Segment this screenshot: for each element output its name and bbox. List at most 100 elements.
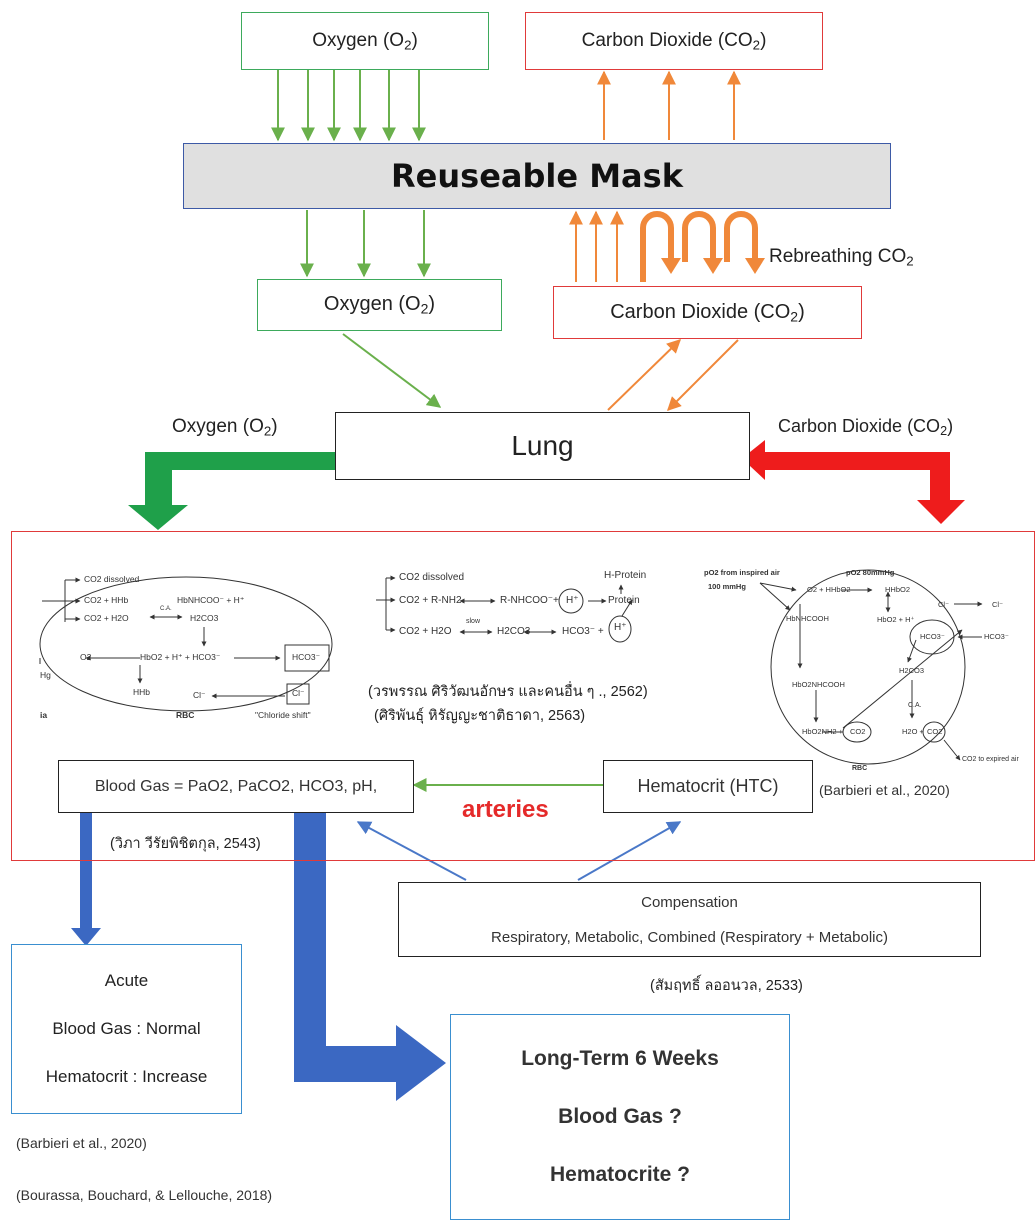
- fig2-text: H⁺: [566, 595, 579, 606]
- fig1-text: HbO2 + H⁺ + HCO3⁻: [140, 652, 221, 662]
- blood-gas-label: Blood Gas = PaO2, PaCO2, HCO3, pH,: [94, 777, 378, 795]
- fig3-text: H2CO3: [899, 666, 925, 675]
- rebreathing-loops: [640, 211, 758, 282]
- fig2-text: H-Protein: [604, 570, 647, 581]
- acute-title: Acute: [104, 971, 149, 990]
- big-oxygen-arrow: [128, 452, 335, 530]
- co2-exhaled-label: Carbon Dioxide (CO2): [610, 300, 805, 325]
- fig3-text: HCO3⁻: [984, 632, 1009, 641]
- fig2-text: H⁺: [614, 622, 627, 633]
- long-term-title: Long-Term 6 Weeks: [521, 1047, 719, 1070]
- hematocrit-label: Hematocrit (HTC): [637, 776, 779, 796]
- fig2-text: R-NHCOO⁻+: [500, 595, 559, 606]
- co2-up-arrows: [569, 210, 624, 282]
- fig1-text: Cl⁻: [193, 690, 206, 700]
- co2-box-to-lung-arrow: [667, 339, 739, 411]
- fig3-text: CO2 to expired air: [962, 756, 1019, 763]
- fig2-text: slow: [466, 618, 481, 625]
- cite-bourassa: (Bourassa, Bouchard, & Lellouche, 2018): [16, 1187, 273, 1203]
- acute-box: Acute Blood Gas : Normal Hematocrit : In…: [11, 944, 242, 1114]
- co2-exhaust-box: Carbon Dioxide (CO2): [525, 12, 823, 70]
- fig1-text: Hg: [40, 670, 51, 680]
- mask-title: Reuseable Mask: [391, 157, 683, 195]
- reuseable-mask-box: Reuseable Mask: [183, 143, 891, 209]
- oxygen-inhaled-box: Oxygen (O2): [257, 279, 502, 331]
- oxygen-mask-down-arrows: [300, 210, 431, 278]
- fig1-drawing: [39, 576, 333, 712]
- cite-samrit: (สัมฤทธิ์ ลออนวล, 2533): [650, 978, 803, 994]
- comp-to-hematocrit-arrow: [577, 821, 682, 881]
- oxygen-inhaled-label: Oxygen (O2): [323, 293, 436, 317]
- fig3-text: CO2: [850, 727, 866, 736]
- fig3-text: CO2: [927, 727, 943, 736]
- big-co2-arrow: [750, 440, 965, 524]
- fig1-text: H2CO3: [190, 613, 219, 623]
- fig2-text: HCO3⁻ +: [562, 626, 604, 637]
- acute-hematocrit: Hematocrit : Increase: [45, 1067, 208, 1086]
- oxygen-in-arrows: [271, 70, 426, 142]
- cite-woraphan: (วรพรรณ ศิริวัฒนอักษร และคนอื่น ๆ ., 256…: [368, 684, 648, 700]
- fig3-text: Cl⁻: [938, 600, 950, 609]
- fig2-drawing: [376, 575, 633, 643]
- acute-blue-arrow: [71, 813, 101, 946]
- lung-title: Lung: [511, 430, 574, 461]
- comp-to-bloodgas-arrow: [356, 821, 467, 881]
- compensation-box: Compensation Respiratory, Metabolic, Com…: [398, 882, 981, 957]
- fig3-text: H2O +: [902, 727, 924, 736]
- fig1-text: "Chloride shift": [255, 710, 311, 720]
- fig1-text: O2: [80, 652, 92, 662]
- lung-box: Lung: [335, 412, 750, 480]
- oxygen-source-label: Oxygen (O2): [312, 29, 418, 53]
- long-term-box: Long-Term 6 Weeks Blood Gas ? Hematocrit…: [450, 1014, 790, 1220]
- blood-gas-box: Blood Gas = PaO2, PaCO2, HCO3, pH,: [58, 760, 414, 813]
- co2-exhaled-box: Carbon Dioxide (CO2): [553, 286, 862, 339]
- co2-out-arrows: [597, 70, 741, 140]
- fig3-text: HHbO2: [885, 585, 911, 594]
- fig1-text: HCO3⁻: [292, 652, 321, 662]
- fig3-drawing: [759, 569, 983, 765]
- cite-barbieri-panel: (Barbieri et al., 2020): [819, 782, 950, 798]
- compensation-title: Compensation: [641, 893, 738, 911]
- fig3-text: 100 mmHg: [708, 582, 746, 591]
- fig1-text: Cl⁻: [292, 688, 305, 698]
- fig1-text: ia: [40, 710, 48, 720]
- fig3-text: C.A.: [908, 702, 922, 709]
- fig1-text: CO2 + H2O: [84, 613, 129, 623]
- oxygen-to-lung-arrow: [342, 333, 442, 408]
- long-term-blood-gas: Blood Gas ?: [558, 1105, 682, 1128]
- fig1-text: CO2 + HHb: [84, 595, 129, 605]
- fig1-text: HbNHCOO⁻ + H⁺: [177, 595, 245, 605]
- long-term-hematocrit: Hematocrite ?: [549, 1163, 691, 1186]
- fig2-text: CO2 + H2O: [399, 626, 452, 637]
- arteries-label: arteries: [462, 796, 549, 823]
- fig2-text: H2CO3: [497, 626, 531, 637]
- fig2-text: CO2 + R-NH2: [399, 595, 462, 606]
- fig3-text: HCO3⁻: [920, 632, 945, 641]
- cite-barbieri-bottom: (Barbieri et al., 2020): [16, 1135, 147, 1151]
- fig2-text: Protein: [608, 595, 640, 606]
- longterm-blue-arrow: [294, 813, 446, 1101]
- rebreathing-label: Rebreathing CO2: [769, 246, 914, 269]
- fig1-text: HHb: [133, 687, 151, 697]
- fig2-text: CO2 dissolved: [399, 572, 465, 583]
- fig1-text: CO2 dissolved: [84, 574, 140, 584]
- rebreathing-heads: [661, 258, 765, 274]
- fig3-text: HbNHCOOH: [786, 614, 829, 623]
- compensation-types: Respiratory, Metabolic, Combined (Respir…: [491, 928, 888, 946]
- fig3-text: RBC: [852, 765, 868, 772]
- lung-oxygen-label: Oxygen (O2): [172, 416, 278, 439]
- fig3-text: HbO2NH2 +: [802, 727, 844, 736]
- fig3-text: HbO2NHCOOH: [792, 680, 845, 689]
- co2-exhaust-label: Carbon Dioxide (CO2): [581, 29, 767, 53]
- co2-lung-to-box-arrow: [607, 339, 682, 411]
- hematocrit-box: Hematocrit (HTC): [603, 760, 813, 813]
- fig1-text: RBC: [176, 710, 195, 720]
- oxygen-source-box: Oxygen (O2): [241, 12, 489, 70]
- fig1-text: C.A.: [160, 606, 172, 612]
- acute-blood-gas: Blood Gas : Normal: [52, 1019, 201, 1038]
- fig3-text: pO2 80mmHg: [846, 568, 895, 577]
- fig3-text: HbO2 + H⁺: [877, 615, 915, 624]
- fig3-text: O2 + HHbO2: [807, 585, 851, 594]
- lung-co2-label: Carbon Dioxide (CO2): [778, 416, 954, 439]
